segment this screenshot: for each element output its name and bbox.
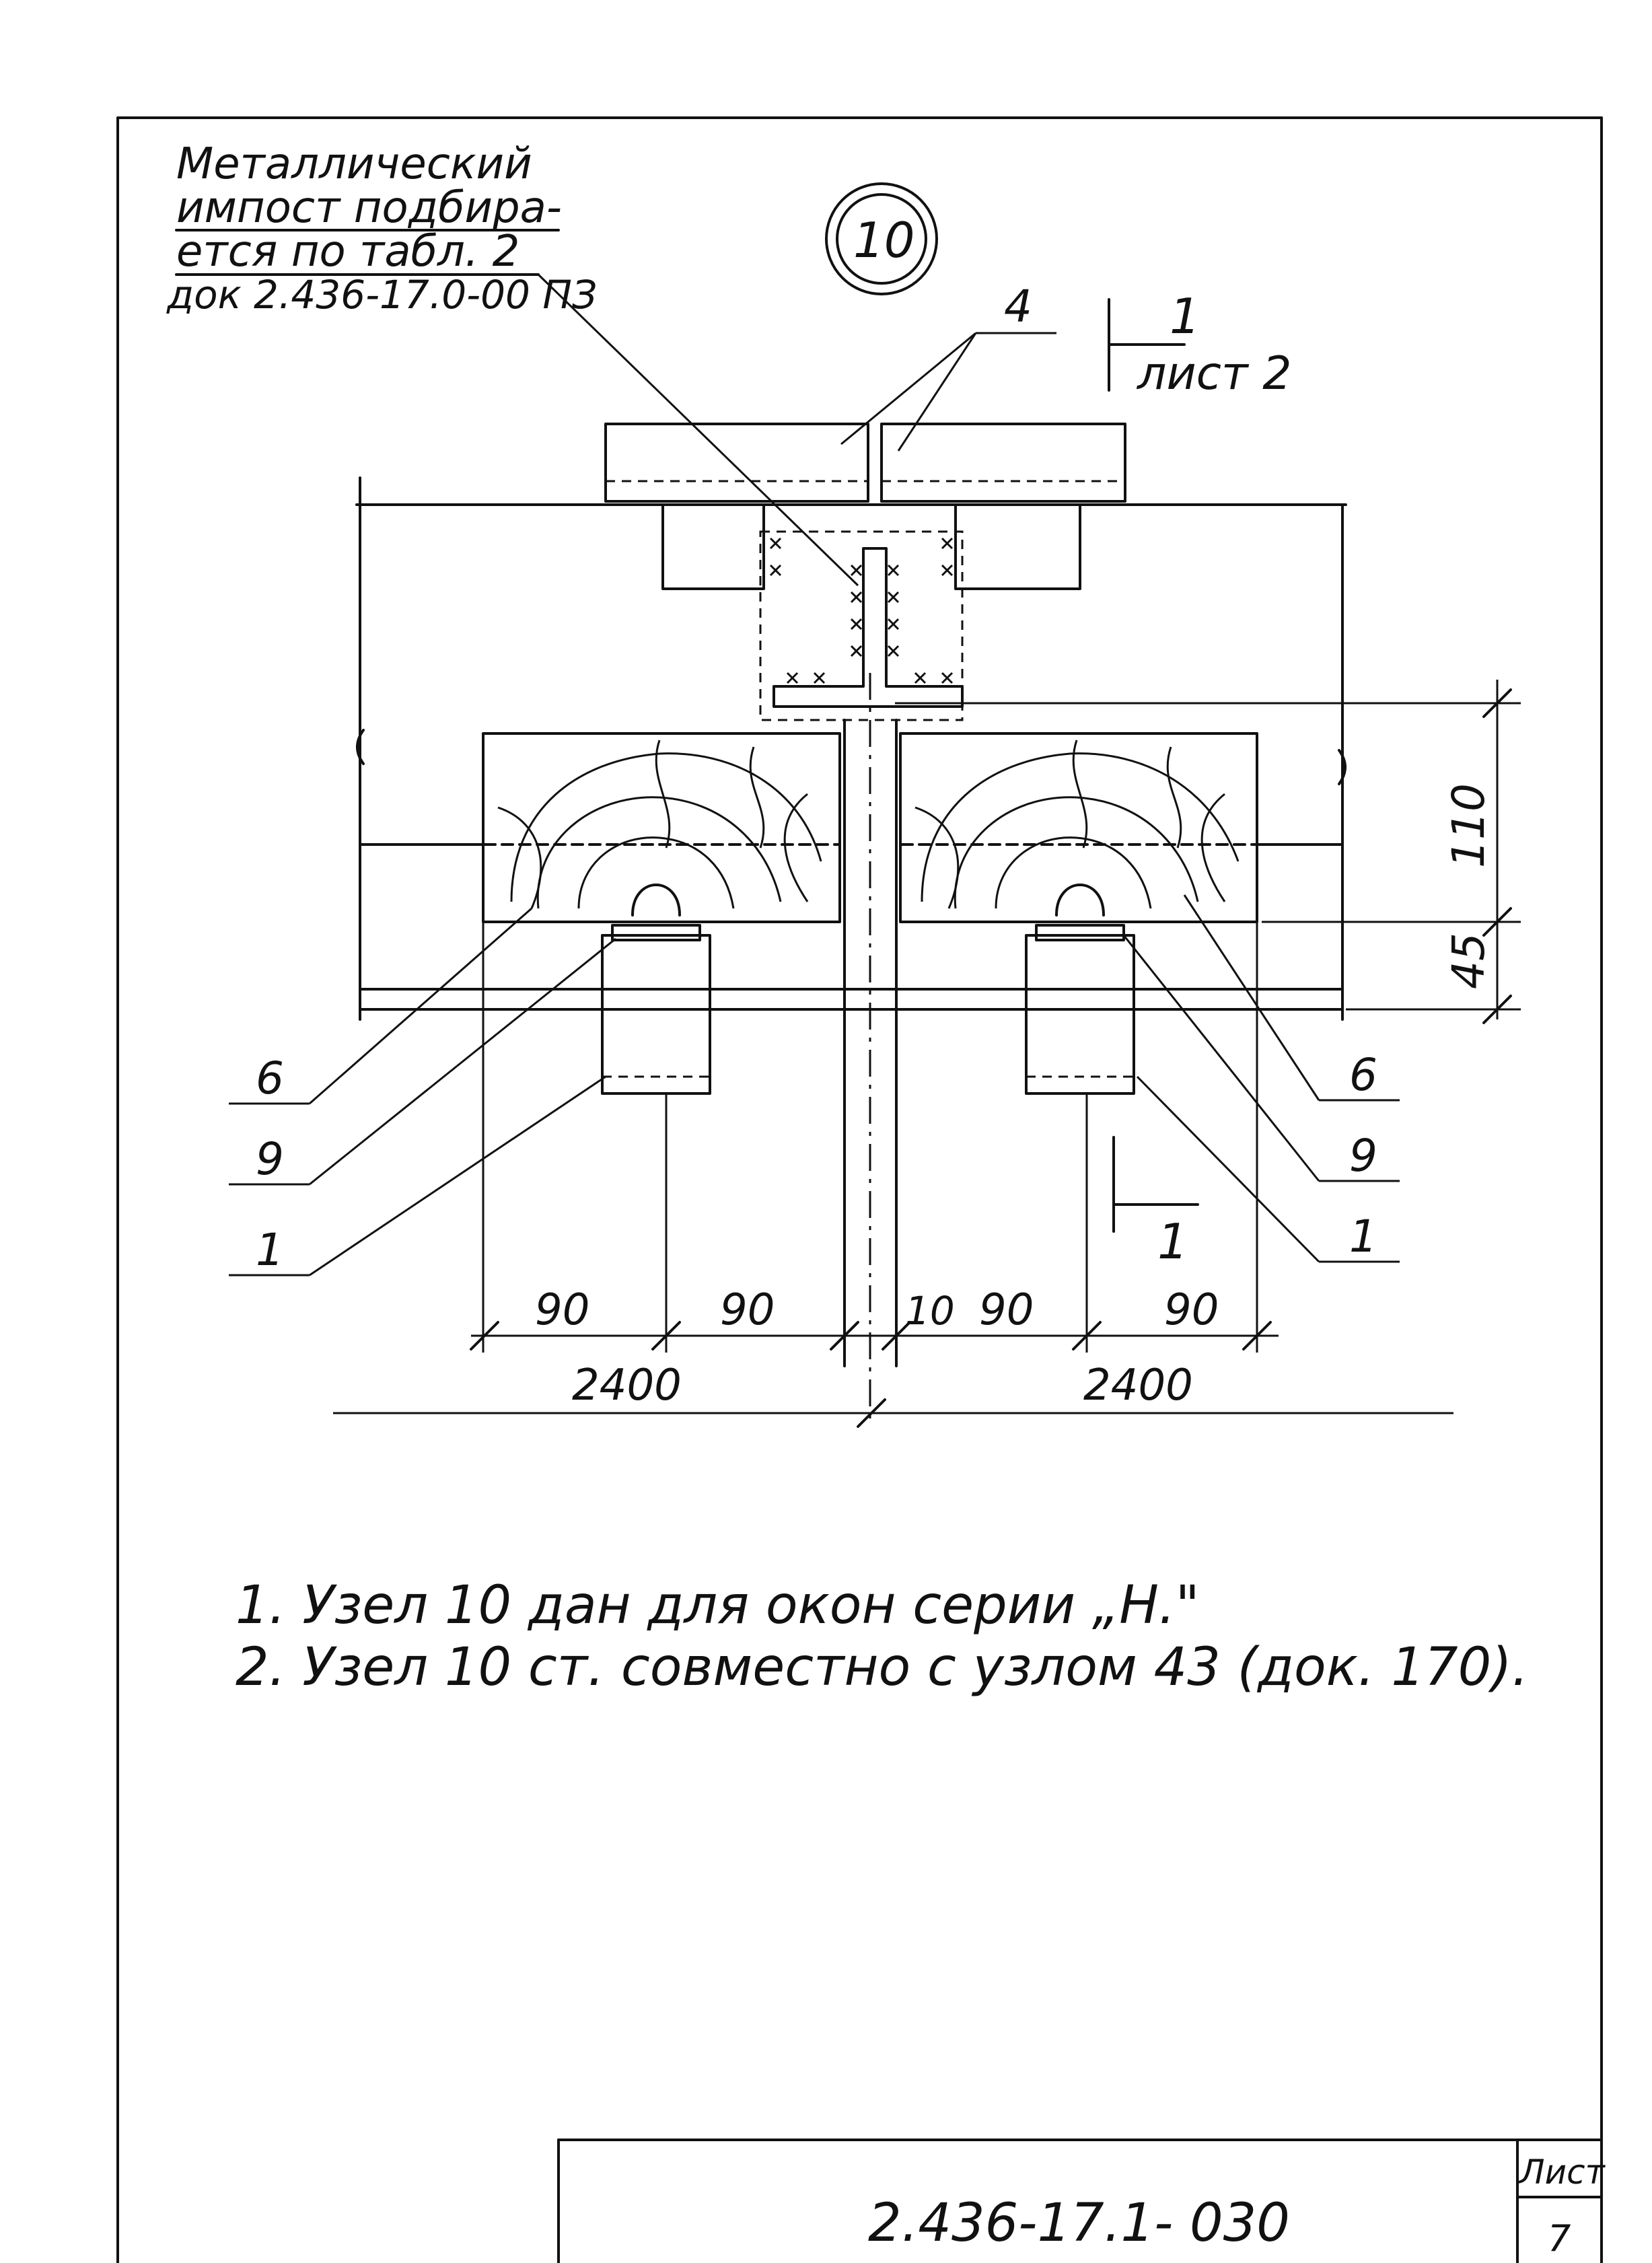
callout-line-4: док 2.436-17.0-00 ПЗ	[166, 272, 597, 318]
note-1: 1. Узел 10 дан для окон серии „Н."	[236, 1575, 1200, 1636]
dim-h-10: 10	[905, 1288, 955, 1334]
callout-line-2: импост подбира-	[176, 183, 562, 233]
upper-blocks	[661, 503, 1081, 721]
sheet-frame	[116, 116, 1603, 2263]
dim-vertical-110: 110	[1443, 783, 1495, 868]
weld-marks	[769, 537, 954, 684]
leader-right-1: 1	[1349, 1211, 1377, 1262]
leader-left-6: 6	[256, 1052, 284, 1104]
node-number: 10	[853, 212, 915, 268]
support-right	[1025, 884, 1135, 1095]
title-block: 2.436-17.1- 030 Лист 7	[557, 2139, 1606, 2263]
sheet-label: Лист	[1518, 2153, 1606, 2192]
leader-4: 4	[840, 281, 1056, 452]
timber-block-right	[899, 732, 1258, 923]
note-2: 2. Узел 10 ст. совместно с узлом 43 (док…	[236, 1637, 1529, 1698]
t-section-impost	[769, 537, 964, 708]
leader-right-6: 6	[1349, 1049, 1377, 1101]
section-number-bottom: 1	[1157, 1213, 1188, 1270]
section-sheet-ref: лист 2	[1136, 347, 1292, 400]
dim-h-90-b: 90	[720, 1285, 775, 1335]
general-notes: 1. Узел 10 дан для окон серии „Н." 2. Уз…	[236, 1575, 1529, 1698]
node-number-badge: 10	[825, 182, 938, 295]
section-marker-top: 1 лист 2	[1108, 288, 1292, 400]
section-number-top: 1	[1170, 288, 1200, 345]
section-marker-bottom: 1	[1112, 1136, 1199, 1270]
dim-total-right: 2400	[1083, 1361, 1193, 1410]
vertical-dimensions: 110 45	[1262, 680, 1521, 1024]
leaders-right: 6 9 1	[1122, 894, 1400, 1263]
leader-left-9: 9	[256, 1133, 284, 1185]
dim-vertical-45: 45	[1443, 933, 1495, 989]
callout-line-3: ется по табл. 2	[176, 227, 519, 277]
top-boards	[604, 423, 1126, 503]
timber-block-left	[482, 732, 841, 923]
sheet-number: 7	[1548, 2217, 1571, 2260]
dim-h-90-a: 90	[535, 1285, 589, 1335]
leader-left-1: 1	[256, 1224, 284, 1276]
leader-right-9: 9	[1349, 1130, 1377, 1182]
leaders-left: 6 9 1	[229, 907, 616, 1277]
center-lines	[843, 673, 1521, 1427]
dim-h-90-d: 90	[1164, 1285, 1219, 1335]
horizontal-dimensions: 90 90 10 90 90 2400 2400	[333, 922, 1453, 1428]
leader-4-label: 4	[1004, 281, 1032, 332]
dim-h-90-c: 90	[979, 1285, 1034, 1335]
callout-note: Металлический импост подбира- ется по та…	[166, 139, 859, 587]
callout-leader	[537, 273, 859, 587]
window-frame	[355, 476, 1347, 1021]
dim-total-left: 2400	[572, 1361, 682, 1410]
callout-line-1: Металлический	[176, 139, 532, 189]
support-left	[601, 884, 711, 1095]
document-designation: 2.436-17.1- 030	[868, 2193, 1290, 2254]
